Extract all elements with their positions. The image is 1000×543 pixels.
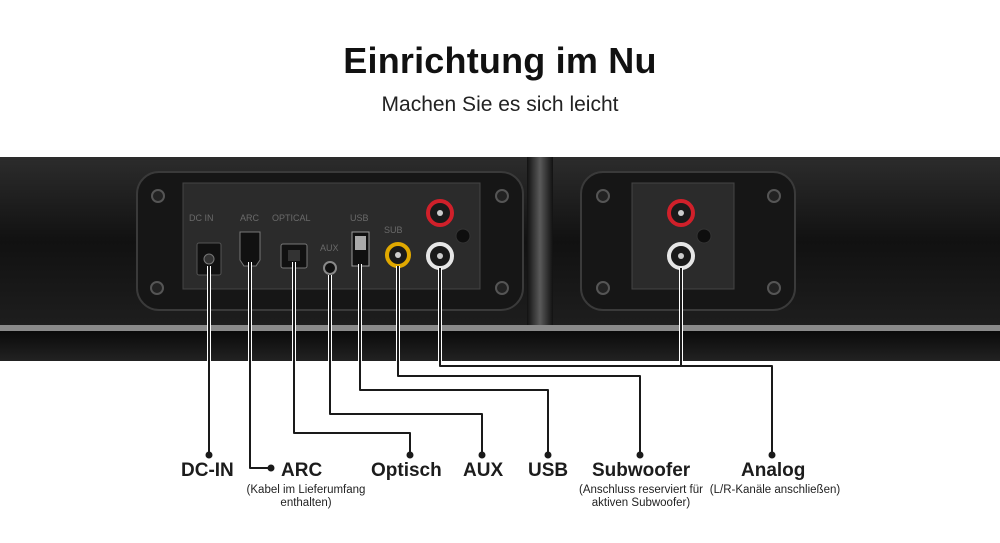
leader-dot — [636, 451, 644, 459]
leader-line-optisch — [293, 262, 411, 455]
leader-dot — [406, 451, 414, 459]
leader-line-aux — [329, 275, 483, 455]
screw-icon — [596, 281, 610, 295]
leader-dot — [267, 464, 275, 472]
panel-label-dcin: DC IN — [189, 213, 214, 223]
port-label-subwoofer: Subwoofer — [592, 460, 691, 481]
sub-rca-pin-icon — [395, 252, 401, 258]
rca-pin-icon — [437, 253, 443, 259]
soundbar-edge — [0, 325, 1000, 331]
port-note-subwoofer: (Anschluss reserviert für aktiven Subwoo… — [579, 484, 703, 509]
usb-contacts-icon — [355, 236, 366, 250]
panel-label-usb: USB — [350, 213, 369, 223]
panel-label-sub: SUB — [384, 225, 403, 235]
soundbar-joint — [527, 157, 553, 327]
leader-lines — [205, 262, 776, 472]
leader-line-analog-left — [439, 268, 682, 367]
soundbar-grill — [0, 331, 1000, 361]
aux-port-icon — [323, 261, 337, 275]
leader-dot — [768, 451, 776, 459]
leader-dot — [544, 451, 552, 459]
panel-label-optical: OPTICAL — [272, 213, 311, 223]
rca-pin-icon — [437, 210, 443, 216]
optical-window-icon — [288, 250, 300, 261]
mounting-hole-icon — [696, 228, 712, 244]
screw-icon — [495, 189, 509, 203]
leader-line-subwoofer — [397, 266, 641, 455]
mounting-hole-icon — [455, 228, 471, 244]
screw-icon — [151, 189, 165, 203]
screw-icon — [495, 281, 509, 295]
panel-label-aux: AUX — [320, 243, 339, 253]
page-subtitle: Machen Sie es sich leicht — [381, 93, 619, 116]
screw-icon — [596, 189, 610, 203]
port-label-arc: ARC — [281, 460, 323, 481]
port-label-analog: Analog — [741, 460, 806, 481]
port-label-usb: USB — [528, 460, 569, 481]
hdmi-arc-port-icon — [239, 231, 261, 267]
rca-pin-icon — [678, 253, 684, 259]
port-label-optisch: Optisch — [371, 460, 442, 481]
leader-line-arc — [249, 262, 268, 469]
dcin-pin-icon — [203, 253, 215, 265]
leader-line-analog — [681, 365, 773, 455]
rca-pin-icon — [678, 210, 684, 216]
port-label-aux: AUX — [463, 460, 504, 481]
leader-dot — [478, 451, 486, 459]
panel-label-arc: ARC — [240, 213, 260, 223]
leader-line-usb — [359, 264, 549, 455]
page-title: Einrichtung im Nu — [343, 40, 657, 81]
port-label-dcin: DC-IN — [181, 460, 234, 481]
screw-icon — [767, 281, 781, 295]
port-note-arc: (Kabel im Lieferumfang enthalten) — [246, 484, 366, 509]
port-note-analog: (L/R-Kanäle anschließen) — [709, 484, 841, 496]
screw-icon — [150, 281, 164, 295]
leader-dot — [205, 451, 213, 459]
screw-icon — [767, 189, 781, 203]
